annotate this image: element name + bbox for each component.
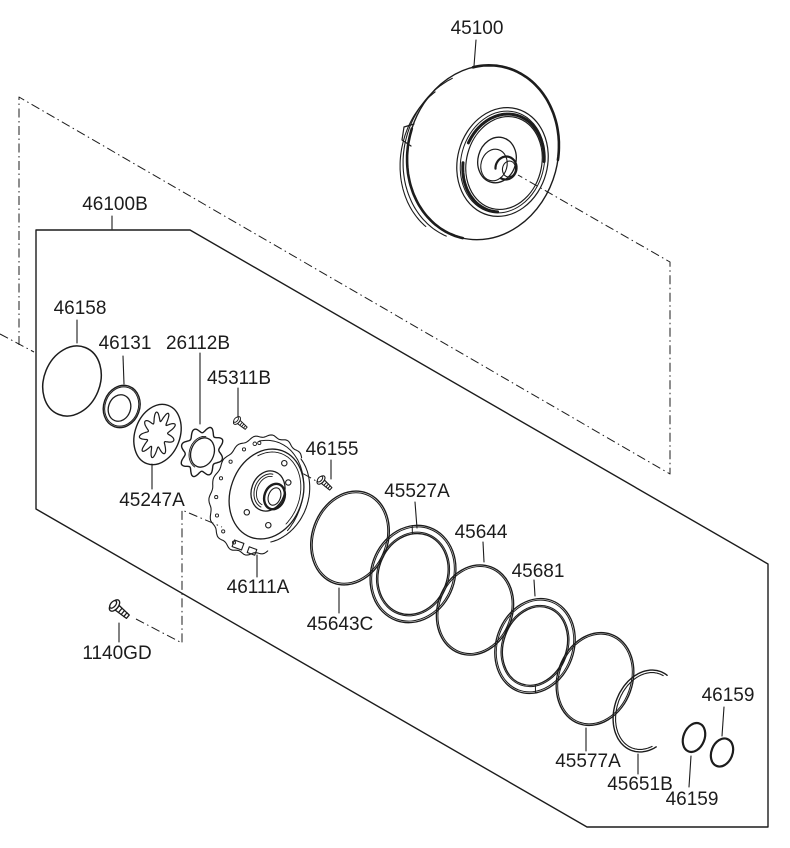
leader-46131 bbox=[122, 355, 125, 385]
part-labels: 45100 46100B 46158 46131 26112B 45311B 4… bbox=[54, 18, 755, 810]
part-label-46159-upper: 46159 bbox=[702, 685, 755, 706]
leader-lines bbox=[76, 39, 725, 788]
torque-converter-45100 bbox=[399, 64, 561, 241]
housing-bolt-hole bbox=[285, 479, 292, 486]
part-label-45577A: 45577A bbox=[555, 751, 621, 772]
part-label-45643C: 45643C bbox=[307, 614, 374, 635]
o-ring-46158 bbox=[41, 345, 103, 417]
alignment-dashline-main bbox=[18, 96, 671, 475]
seal-ring-45527A bbox=[369, 524, 457, 624]
leader-46159-upper bbox=[721, 706, 725, 737]
leader-45644 bbox=[482, 541, 485, 563]
part-label-46159-lower: 46159 bbox=[666, 789, 719, 810]
part-label-46111A: 46111A bbox=[227, 577, 290, 598]
part-label-46131: 46131 bbox=[99, 333, 152, 354]
part-label-45311B: 45311B bbox=[207, 368, 271, 389]
part-label-45651B: 45651B bbox=[607, 774, 673, 795]
bolt-1140GD bbox=[108, 599, 130, 620]
part-label-1140GD: 1140GD bbox=[82, 643, 151, 664]
part-label-45644: 45644 bbox=[455, 522, 508, 543]
housing-bolt-hole bbox=[252, 441, 258, 447]
converter-hub-snap-ring bbox=[494, 155, 518, 181]
housing-rim-hole bbox=[214, 513, 220, 518]
ring-45577A bbox=[555, 631, 635, 727]
kit-outline-46100B bbox=[35, 229, 769, 828]
part-label-46158: 46158 bbox=[54, 298, 107, 319]
snap-ring-45651B bbox=[612, 669, 668, 753]
part-label-45100: 45100 bbox=[451, 18, 504, 39]
housing-rim-hole bbox=[231, 540, 237, 545]
part-label-26112B: 26112B bbox=[166, 333, 230, 354]
oil-seal-46131 bbox=[102, 384, 141, 429]
o-ring-46159-right bbox=[709, 737, 735, 768]
o-ring-46159-left bbox=[681, 721, 707, 754]
part-label-45527A: 45527A bbox=[384, 481, 450, 502]
housing-rim-hole bbox=[218, 476, 224, 481]
alignment-dashline-bolt-1140GD bbox=[135, 509, 223, 644]
housing-bolt-hole bbox=[265, 521, 272, 529]
leader-46159-lower bbox=[688, 755, 692, 788]
oil-pump-housing-46111A bbox=[208, 434, 311, 556]
part-label-46155: 46155 bbox=[306, 439, 359, 460]
bolt-46155 bbox=[316, 475, 333, 491]
pump-rotor-45247A bbox=[133, 403, 182, 466]
converter-lug bbox=[401, 123, 415, 147]
o-ring-45643C bbox=[309, 490, 391, 586]
part-label-45247A: 45247A bbox=[119, 490, 185, 511]
bolt-45311B bbox=[232, 416, 248, 430]
housing-rim-hole bbox=[241, 447, 247, 452]
part-label-45681: 45681 bbox=[512, 561, 565, 582]
leader-45100 bbox=[473, 39, 477, 67]
housing-rim-hole bbox=[228, 459, 233, 464]
housing-rim-hole bbox=[257, 440, 262, 446]
housing-bolt-hole bbox=[243, 509, 251, 516]
alignment-dashline-stub bbox=[0, 333, 35, 353]
housing-rim-hole bbox=[221, 529, 226, 534]
part-label-46100B: 46100B bbox=[82, 194, 148, 215]
housing-bolt-hole bbox=[281, 459, 288, 467]
housing-rim-hole bbox=[214, 495, 219, 500]
leader-45681 bbox=[533, 579, 536, 597]
pump-gear-26112B bbox=[180, 426, 224, 478]
leader-45527A bbox=[414, 501, 418, 529]
